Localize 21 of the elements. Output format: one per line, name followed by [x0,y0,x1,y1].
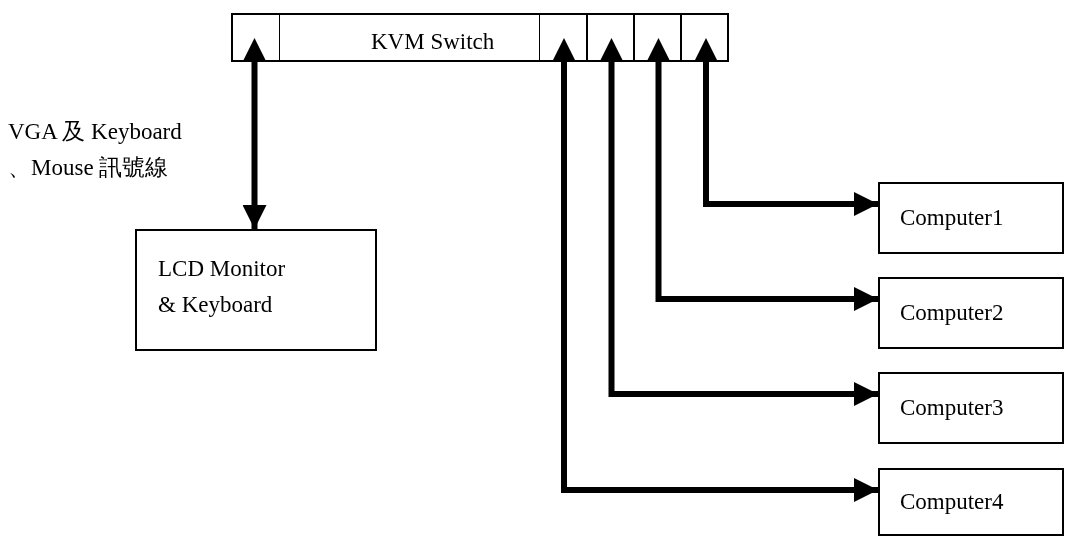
arrow [552,38,878,502]
node-label: Computer3 [900,394,1004,422]
device-box [878,372,1064,444]
device-box [135,229,377,351]
node-label: LCD Monitor & Keyboard [158,255,287,319]
arrow [242,38,267,229]
node-label: Computer2 [900,299,1004,327]
arrow [646,38,878,311]
switch-box [231,13,729,62]
node-label: Computer4 [900,488,1004,516]
port-cell [634,13,681,62]
device-box [878,182,1064,254]
node-label: Computer1 [900,204,1004,232]
arrow [599,38,878,406]
arrow [694,38,878,216]
node-label: KVM Switch [371,28,495,56]
port-cell [539,13,587,62]
edge-label: VGA 及 Keyboard 、Mouse 訊號線 [8,118,183,182]
device-box [878,277,1064,349]
device-box [878,468,1064,536]
port-cell [587,13,634,62]
